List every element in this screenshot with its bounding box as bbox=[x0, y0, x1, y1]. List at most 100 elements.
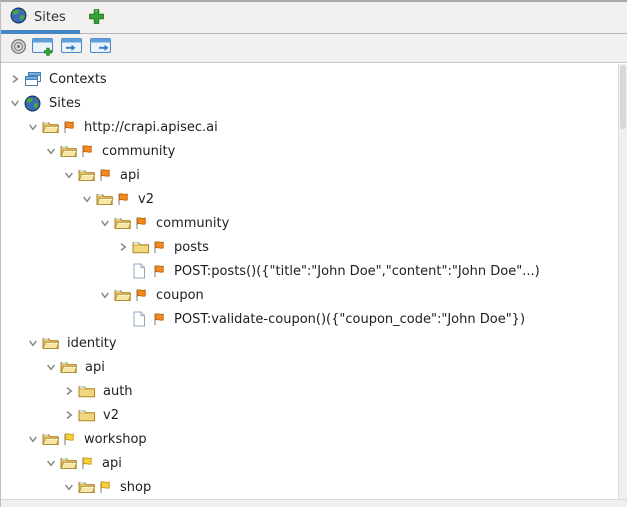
plus-icon bbox=[88, 8, 105, 28]
tab-sites[interactable]: Sites bbox=[1, 2, 80, 34]
flag-yellow-icon bbox=[98, 480, 115, 495]
folder-open-icon bbox=[114, 288, 134, 303]
folder-open-icon bbox=[96, 192, 116, 207]
chevron-down-icon[interactable] bbox=[60, 480, 78, 494]
tree-item-label: Contexts bbox=[49, 71, 107, 87]
folder-open-icon bbox=[114, 216, 134, 231]
chevron-down-icon[interactable] bbox=[96, 216, 114, 230]
tree-item[interactable]: Sites bbox=[2, 91, 619, 115]
tree-item-label: api bbox=[120, 167, 140, 183]
tree-item[interactable]: shop bbox=[2, 475, 619, 499]
contexts-icon bbox=[24, 71, 44, 87]
vertical-scrollbar[interactable] bbox=[618, 64, 627, 500]
flag-orange-icon bbox=[134, 216, 151, 231]
flag-orange-icon bbox=[62, 120, 79, 135]
globe-icon bbox=[24, 95, 44, 112]
chevron-right-icon[interactable] bbox=[60, 408, 78, 422]
file-icon bbox=[132, 311, 152, 327]
tree-item[interactable]: v2 bbox=[2, 403, 619, 427]
sites-toolbar bbox=[1, 34, 627, 63]
tree-item[interactable]: coupon bbox=[2, 283, 619, 307]
tree-item[interactable]: community bbox=[2, 211, 619, 235]
tree-item-label: posts bbox=[174, 239, 209, 255]
tree-item-label: workshop bbox=[84, 431, 147, 447]
folder-open-icon bbox=[78, 480, 98, 495]
tree-item-label: POST:posts()({"title":"John Doe","conten… bbox=[174, 263, 540, 279]
tab-bar: Sites bbox=[1, 2, 627, 34]
flag-orange-icon bbox=[152, 264, 169, 279]
tree-item[interactable]: POST:posts()({"title":"John Doe","conten… bbox=[2, 259, 619, 283]
tree-item-label: Sites bbox=[49, 95, 81, 111]
new-context-button[interactable] bbox=[31, 36, 55, 60]
chevron-down-icon[interactable] bbox=[24, 336, 42, 350]
flag-orange-icon bbox=[134, 288, 151, 303]
chevron-down-icon[interactable] bbox=[42, 456, 60, 470]
tree-item[interactable]: api bbox=[2, 355, 619, 379]
chevron-down-icon[interactable] bbox=[78, 192, 96, 206]
flag-orange-icon bbox=[152, 312, 169, 327]
chevron-down-icon[interactable] bbox=[96, 288, 114, 302]
tree-item-label: v2 bbox=[103, 407, 119, 423]
show-only-urls-in-scope-button[interactable] bbox=[8, 36, 28, 60]
chevron-down-icon[interactable] bbox=[6, 96, 24, 110]
chevron-down-icon[interactable] bbox=[42, 360, 60, 374]
globe-icon bbox=[10, 7, 27, 28]
folder-open-icon bbox=[60, 456, 80, 471]
tree-item[interactable]: community bbox=[2, 139, 619, 163]
tree-item-label: api bbox=[85, 359, 105, 375]
chevron-right-icon[interactable] bbox=[6, 72, 24, 86]
chevron-right-icon[interactable] bbox=[60, 384, 78, 398]
folder-closed-icon bbox=[78, 408, 98, 423]
flag-orange-icon bbox=[152, 240, 169, 255]
folder-open-icon bbox=[60, 144, 80, 159]
tree-item[interactable]: POST:validate-coupon()({"coupon_code":"J… bbox=[2, 307, 619, 331]
flag-yellow-icon bbox=[62, 432, 79, 447]
folder-open-icon bbox=[42, 336, 62, 351]
folder-open-icon bbox=[78, 168, 98, 183]
flag-orange-icon bbox=[116, 192, 133, 207]
tree-item-label: community bbox=[102, 143, 176, 159]
tree-item-label: community bbox=[156, 215, 230, 231]
tree-item[interactable]: v2 bbox=[2, 187, 619, 211]
import-context-button[interactable] bbox=[60, 36, 84, 60]
tree-item[interactable]: workshop bbox=[2, 427, 619, 451]
chevron-down-icon[interactable] bbox=[42, 144, 60, 158]
flag-orange-icon bbox=[98, 168, 115, 183]
flag-orange-icon bbox=[80, 144, 97, 159]
flag-yellow-icon bbox=[80, 456, 97, 471]
tree-item-label: auth bbox=[103, 383, 133, 399]
chevron-down-icon[interactable] bbox=[60, 168, 78, 182]
chevron-down-icon[interactable] bbox=[24, 432, 42, 446]
tab-selected-underline bbox=[1, 30, 80, 34]
tree-item[interactable]: api bbox=[2, 163, 619, 187]
tree-item[interactable]: identity bbox=[2, 331, 619, 355]
tree-item-label: http://crapi.apisec.ai bbox=[84, 119, 218, 135]
window-add-icon bbox=[32, 37, 54, 59]
vertical-scrollbar-thumb[interactable] bbox=[620, 65, 626, 129]
export-context-button[interactable] bbox=[89, 36, 113, 60]
tree-item[interactable]: auth bbox=[2, 379, 619, 403]
add-tab-button[interactable] bbox=[88, 8, 105, 28]
tree-item-label: POST:validate-coupon()({"coupon_code":"J… bbox=[174, 311, 526, 327]
folder-open-icon bbox=[42, 120, 62, 135]
tree-item-label: shop bbox=[120, 479, 152, 495]
folder-closed-icon bbox=[132, 240, 152, 255]
chevron-down-icon[interactable] bbox=[24, 120, 42, 134]
window-export-icon bbox=[90, 37, 112, 59]
tree-item[interactable]: posts bbox=[2, 235, 619, 259]
chevron-right-icon[interactable] bbox=[114, 240, 132, 254]
folder-closed-icon bbox=[78, 384, 98, 399]
tree-item-label: coupon bbox=[156, 287, 204, 303]
folder-open-icon bbox=[60, 360, 80, 375]
tree-item[interactable]: api bbox=[2, 451, 619, 475]
file-icon bbox=[132, 263, 152, 279]
horizontal-scrollbar[interactable] bbox=[1, 499, 627, 507]
tree-item[interactable]: Contexts bbox=[2, 67, 619, 91]
window-import-icon bbox=[61, 37, 83, 59]
tab-sites-label: Sites bbox=[34, 10, 66, 25]
tree-item-label: v2 bbox=[138, 191, 154, 207]
folder-open-icon bbox=[42, 432, 62, 447]
tree-item[interactable]: http://crapi.apisec.ai bbox=[2, 115, 619, 139]
